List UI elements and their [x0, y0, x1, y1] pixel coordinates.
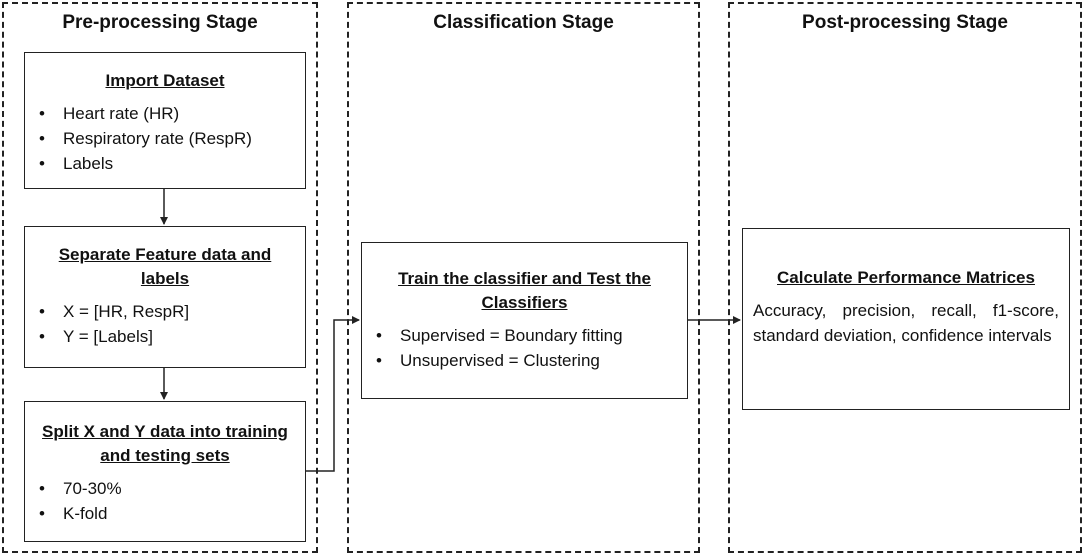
box-title: Calculate Performance Matrices [777, 268, 1035, 287]
item-list: Supervised = Boundary fitting Unsupervis… [374, 323, 675, 373]
list-item: X = [HR, RespR] [37, 299, 293, 324]
list-item: 70-30% [37, 476, 293, 501]
stage-title: Classification Stage [433, 12, 614, 33]
box-title: Train the classifier and Test the Classi… [398, 269, 651, 312]
list-item: Y = [Labels] [37, 324, 293, 349]
classification-stage: Classification Stage [347, 2, 700, 553]
import-dataset-box: Import Dataset Heart rate (HR) Respirato… [24, 52, 306, 189]
list-item: Unsupervised = Clustering [374, 348, 675, 373]
list-item: K-fold [37, 501, 293, 526]
box-title: Import Dataset [105, 71, 225, 90]
item-list: 70-30% K-fold [37, 476, 293, 526]
list-item: Respiratory rate (RespR) [37, 126, 293, 151]
train-test-box: Train the classifier and Test the Classi… [361, 242, 688, 399]
list-item: Heart rate (HR) [37, 101, 293, 126]
stage-title: Pre-processing Stage [62, 12, 258, 33]
performance-box: Calculate Performance Matrices Accuracy,… [742, 228, 1070, 410]
box-title: Separate Feature data and labels [58, 245, 272, 288]
performance-metrics-text: Accuracy, precision, recall, f1-score, s… [753, 301, 1059, 345]
item-list: X = [HR, RespR] Y = [Labels] [37, 299, 293, 349]
stage-title: Post-processing Stage [802, 12, 1008, 33]
separate-feature-box: Separate Feature data and labels X = [HR… [24, 226, 306, 368]
post-processing-stage: Post-processing Stage [728, 2, 1082, 553]
pre-processing-stage: Pre-processing Stage [2, 2, 318, 553]
list-item: Supervised = Boundary fitting [374, 323, 675, 348]
item-list: Heart rate (HR) Respiratory rate (RespR)… [37, 101, 293, 176]
arrow-split-to-train [306, 316, 360, 472]
split-data-box: Split X and Y data into training and tes… [24, 401, 306, 542]
box-title: Split X and Y data into training and tes… [42, 422, 288, 465]
list-item: Labels [37, 151, 293, 176]
